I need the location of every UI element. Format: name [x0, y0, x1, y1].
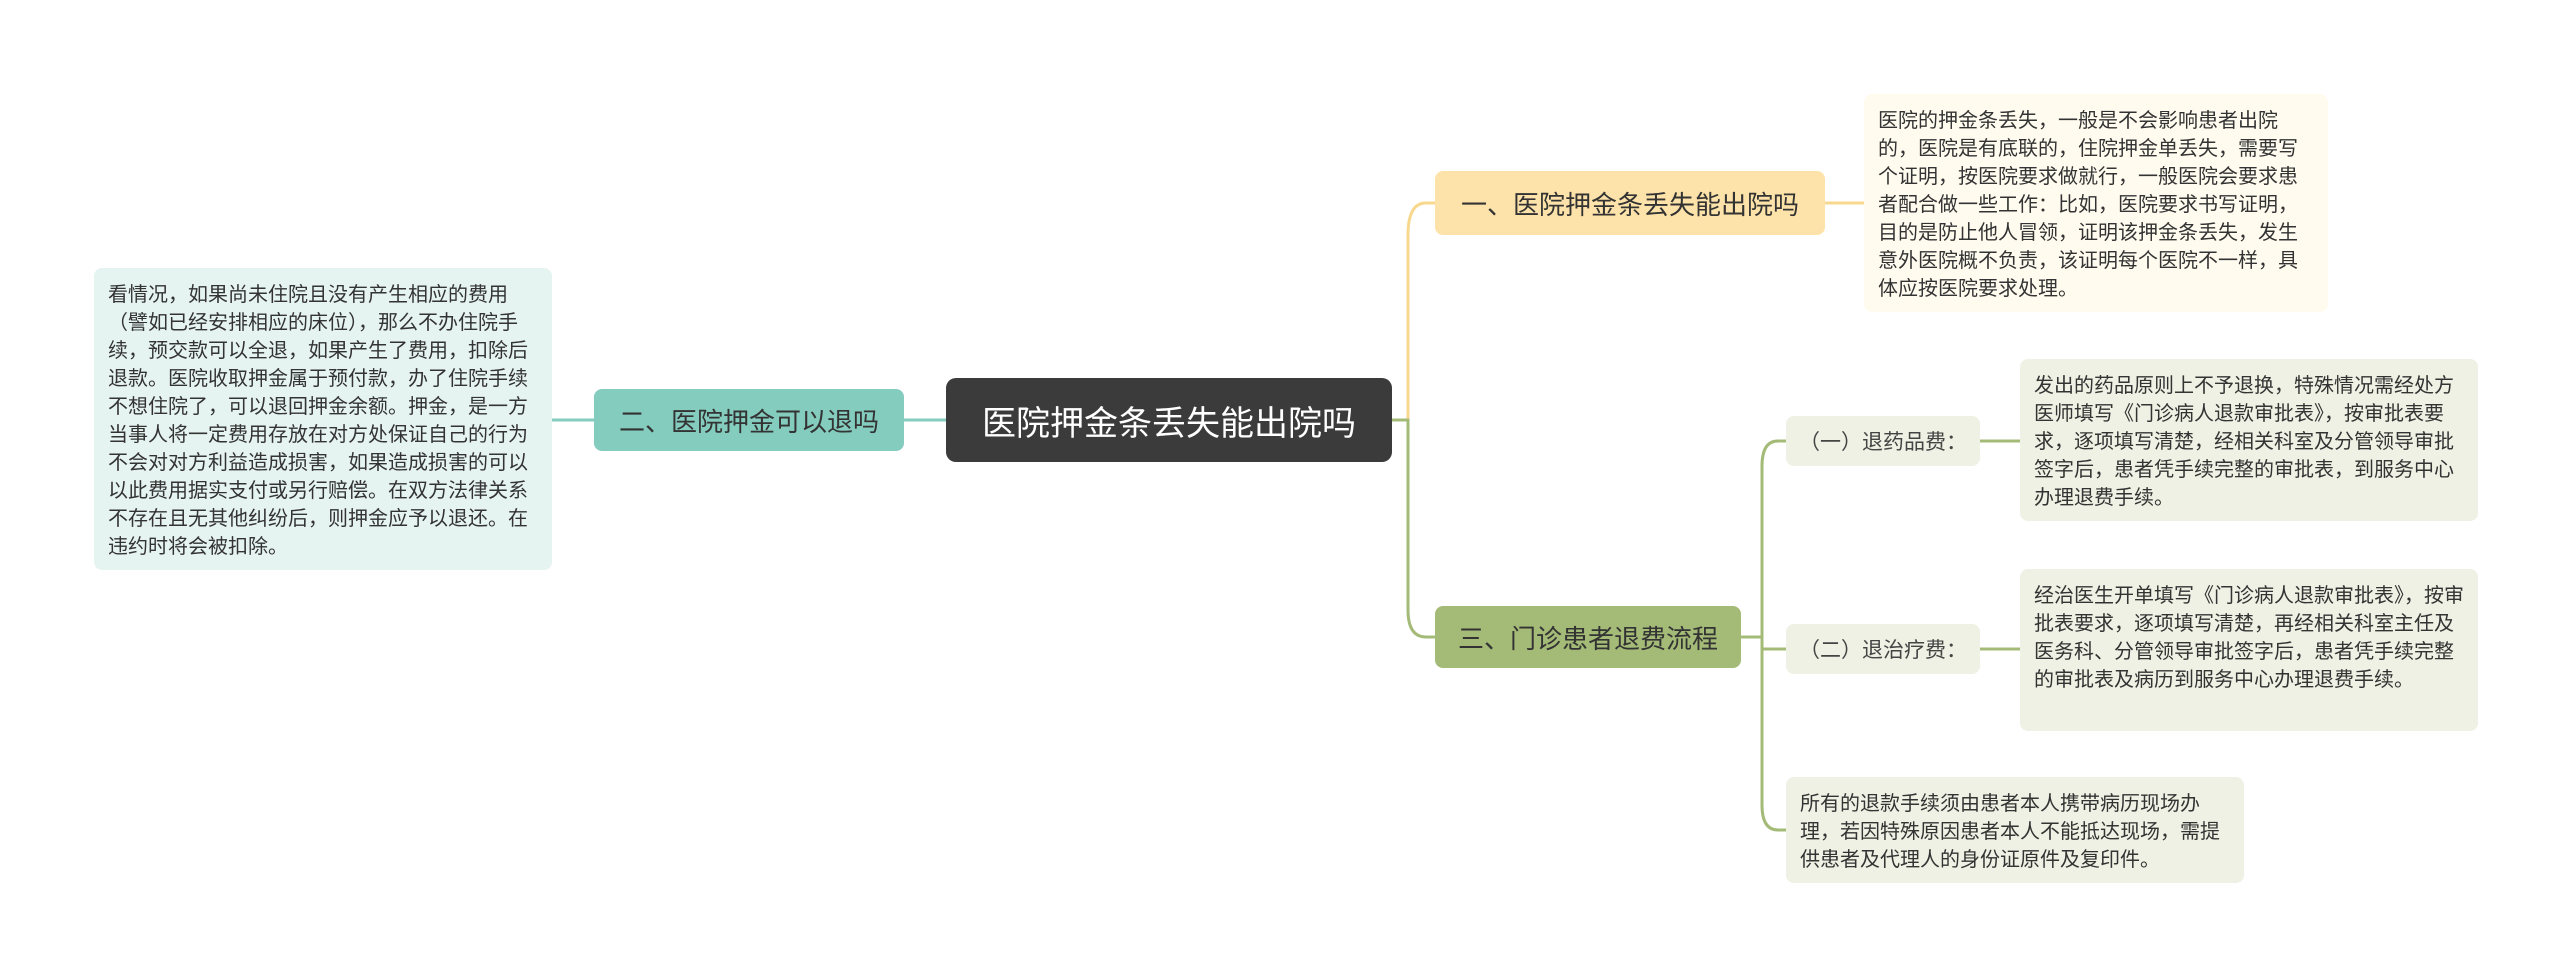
branch-label: 三、门诊患者退费流程: [1457, 624, 1718, 655]
branch-node-refund-deposit[interactable]: 二、医院押金可以退吗: [594, 389, 904, 451]
note-text: 所有的退款手续须由患者本人携带病历现场办理，若因特殊原因患者本人不能抵达现场，需…: [1800, 791, 2220, 871]
connector-root-branch1: [1392, 201, 1435, 422]
sub-node-treatment-refund[interactable]: （二）退治疗费：: [1786, 624, 1980, 674]
detail-node-treatment-refund[interactable]: 经治医生开单填写《门诊病人退款审批表》，按审批表要求，逐项填写清楚，再经相关科室…: [2020, 569, 2478, 731]
connector-root-branch3: [1392, 418, 1435, 639]
connector-branch3-sub1: [1741, 439, 1786, 639]
detail-text: 经治医生开单填写《门诊病人退款审批表》，按审批表要求，逐项填写清楚，再经相关科室…: [2034, 583, 2464, 691]
connector-branch3-note: [1741, 635, 1786, 832]
branch-label: 一、医院押金条丢失能出院吗: [1460, 190, 1799, 221]
detail-text: 医院的押金条丢失，一般是不会影响患者出院的，医院是有底联的，住院押金单丢失，需要…: [1878, 108, 2298, 300]
detail-node-discharge[interactable]: 医院的押金条丢失，一般是不会影响患者出院的，医院是有底联的，住院押金单丢失，需要…: [1864, 94, 2328, 312]
detail-node-medicine-refund[interactable]: 发出的药品原则上不予退换，特殊情况需经处方医师填写《门诊病人退款审批表》，按审批…: [2020, 359, 2478, 521]
root-node[interactable]: 医院押金条丢失能出院吗: [946, 378, 1392, 462]
note-node-refund-requirements[interactable]: 所有的退款手续须由患者本人携带病历现场办理，若因特殊原因患者本人不能抵达现场，需…: [1786, 777, 2244, 883]
branch-node-refund-process[interactable]: 三、门诊患者退费流程: [1435, 606, 1741, 668]
root-title: 医院押金条丢失能出院吗: [982, 403, 1356, 444]
sub-label: （一）退药品费：: [1799, 430, 1967, 454]
branch-node-discharge[interactable]: 一、医院押金条丢失能出院吗: [1435, 171, 1825, 235]
sub-node-medicine-refund[interactable]: （一）退药品费：: [1786, 416, 1980, 466]
detail-text: 发出的药品原则上不予退换，特殊情况需经处方医师填写《门诊病人退款审批表》，按审批…: [2034, 373, 2454, 509]
detail-node-refund-deposit[interactable]: 看情况，如果尚未住院且没有产生相应的费用（譬如已经安排相应的床位），那么不办住院…: [94, 268, 552, 570]
detail-text: 看情况，如果尚未住院且没有产生相应的费用（譬如已经安排相应的床位），那么不办住院…: [108, 282, 528, 558]
branch-label: 二、医院押金可以退吗: [618, 407, 879, 438]
sub-label: （二）退治疗费：: [1799, 638, 1967, 662]
